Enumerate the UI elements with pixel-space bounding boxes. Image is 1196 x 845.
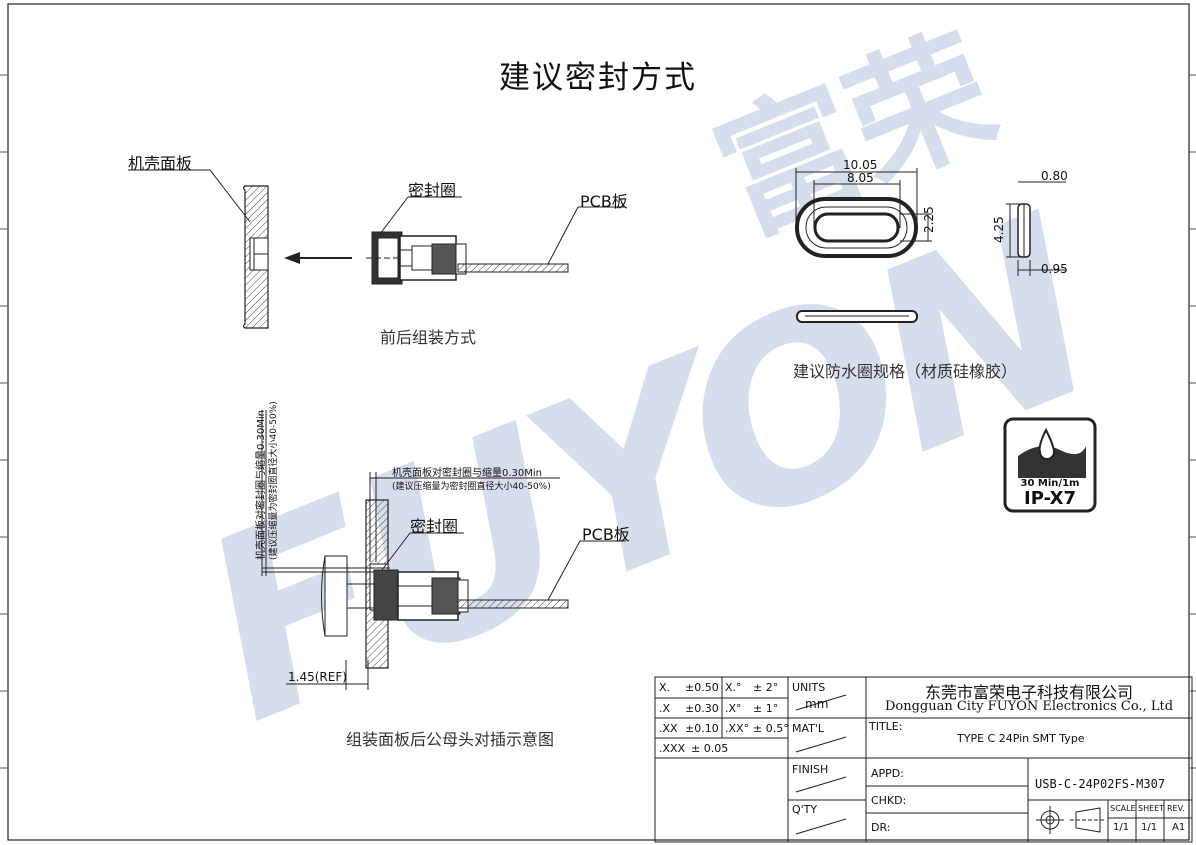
assembled-caption: 组装面板后公母头对插示意图 — [346, 730, 555, 749]
compress-note-v-line1: 机壳面板对密封圈与缩量0.30Min — [256, 409, 267, 560]
tol-x2-val: ±0.10 — [685, 722, 719, 735]
seal-ring-label-top: 密封圈 — [408, 181, 457, 200]
dim-thickness: 0.80 — [1041, 169, 1068, 183]
projection-symbol — [1036, 806, 1104, 834]
tol-x1-key: .X — [659, 702, 671, 715]
dim-inner-height: 2.25 — [922, 206, 936, 233]
front-rear-view — [128, 169, 624, 329]
ref-dimension: 1.45(REF) — [288, 670, 347, 684]
compress-note-h-line2: (建议压缩量为密封圈直径大小40-50%) — [392, 482, 551, 492]
scale-label: SCALE — [1110, 804, 1136, 813]
tol-x-key: X. — [659, 681, 671, 694]
sheet-border — [7, 3, 1190, 841]
seal-ring-label-bottom: 密封圈 — [410, 517, 459, 536]
seal-spec-caption: 建议防水圈规格（材质硅橡胶） — [793, 362, 1018, 381]
badge-duration: 30 Min/1m — [1020, 478, 1080, 489]
title-block-grid — [654, 676, 1193, 843]
compress-note-v-line2: (建议压缩量为密封圈直径大小40-50%) — [269, 401, 279, 560]
tol-x1-ang-key: .X° — [725, 702, 742, 715]
border-tick-marks — [0, 74, 1196, 769]
dim-outer-length: 10.05 — [843, 158, 878, 172]
units-label: UNITS — [792, 681, 826, 694]
dim-outer-height: 4.25 — [992, 216, 1006, 243]
tol-x3-key: .XXX — [659, 742, 686, 755]
appd-label: APPD: — [871, 767, 904, 780]
tol-x-val: ±0.50 — [685, 681, 719, 694]
drawing-title: 建议密封方式 — [499, 60, 697, 96]
tol-x2-key: .XX — [659, 722, 678, 735]
compress-note-h-line1: 机壳面板对密封圈与缩量0.30Min — [392, 468, 543, 479]
dr-label: DR: — [871, 821, 891, 834]
company-name-cn: 东莞市富荣电子科技有限公司 — [924, 683, 1133, 702]
front-rear-caption: 前后组装方式 — [380, 328, 477, 347]
sheet-label: SHEET — [1138, 804, 1165, 813]
tol-x3-val: ± 0.05 — [691, 742, 729, 755]
tol-x-ang-val: ± 2° — [753, 681, 779, 694]
pcb-label-bottom: PCB板 — [582, 525, 630, 544]
badge-rating: IP-X7 — [1024, 488, 1076, 509]
housing-panel-label: 机壳面板 — [128, 154, 193, 173]
scale-value: 1/1 — [1113, 822, 1130, 833]
units-value: mm — [805, 697, 829, 711]
sheet-value: 1/1 — [1141, 822, 1158, 833]
rev-label: REV. — [1167, 804, 1185, 813]
rev-value: A1 — [1172, 822, 1186, 833]
matl-label: MAT'L — [792, 722, 825, 735]
watermark-logo: FUYON 富荣 — [165, 8, 1129, 777]
chkd-label: CHKD: — [871, 794, 907, 807]
title-block: X. ±0.50 X.° ± 2° .X ±0.30 .X° ± 1° .XX … — [655, 677, 1193, 842]
assembled-view — [261, 410, 626, 690]
title-label: TITLE: — [869, 720, 903, 733]
tol-x1-val: ±0.30 — [685, 702, 719, 715]
part-number: USB-C-24P02FS-M307 — [1035, 777, 1166, 791]
tol-x1-ang-val: ± 1° — [753, 702, 779, 715]
tol-x2-ang-key: .XX° — [725, 722, 750, 735]
dim-bottom-thickness: 0.95 — [1041, 262, 1068, 276]
tol-x2-ang-val: ± 0.5° — [753, 722, 789, 735]
seal-ring-spec — [795, 168, 1066, 323]
company-name-en: Dongguan City FUYON Electronics Co., Ltd — [884, 699, 1174, 714]
title-value: TYPE C 24Pin SMT Type — [957, 732, 1085, 745]
tol-x-ang-key: X.° — [725, 681, 742, 694]
ip-x7-badge — [1003, 417, 1097, 513]
pcb-label-top: PCB板 — [580, 192, 628, 211]
dim-inner-length: 8.05 — [847, 171, 874, 185]
qty-label: Q'TY — [792, 803, 818, 816]
finish-label: FINISH — [792, 763, 829, 776]
